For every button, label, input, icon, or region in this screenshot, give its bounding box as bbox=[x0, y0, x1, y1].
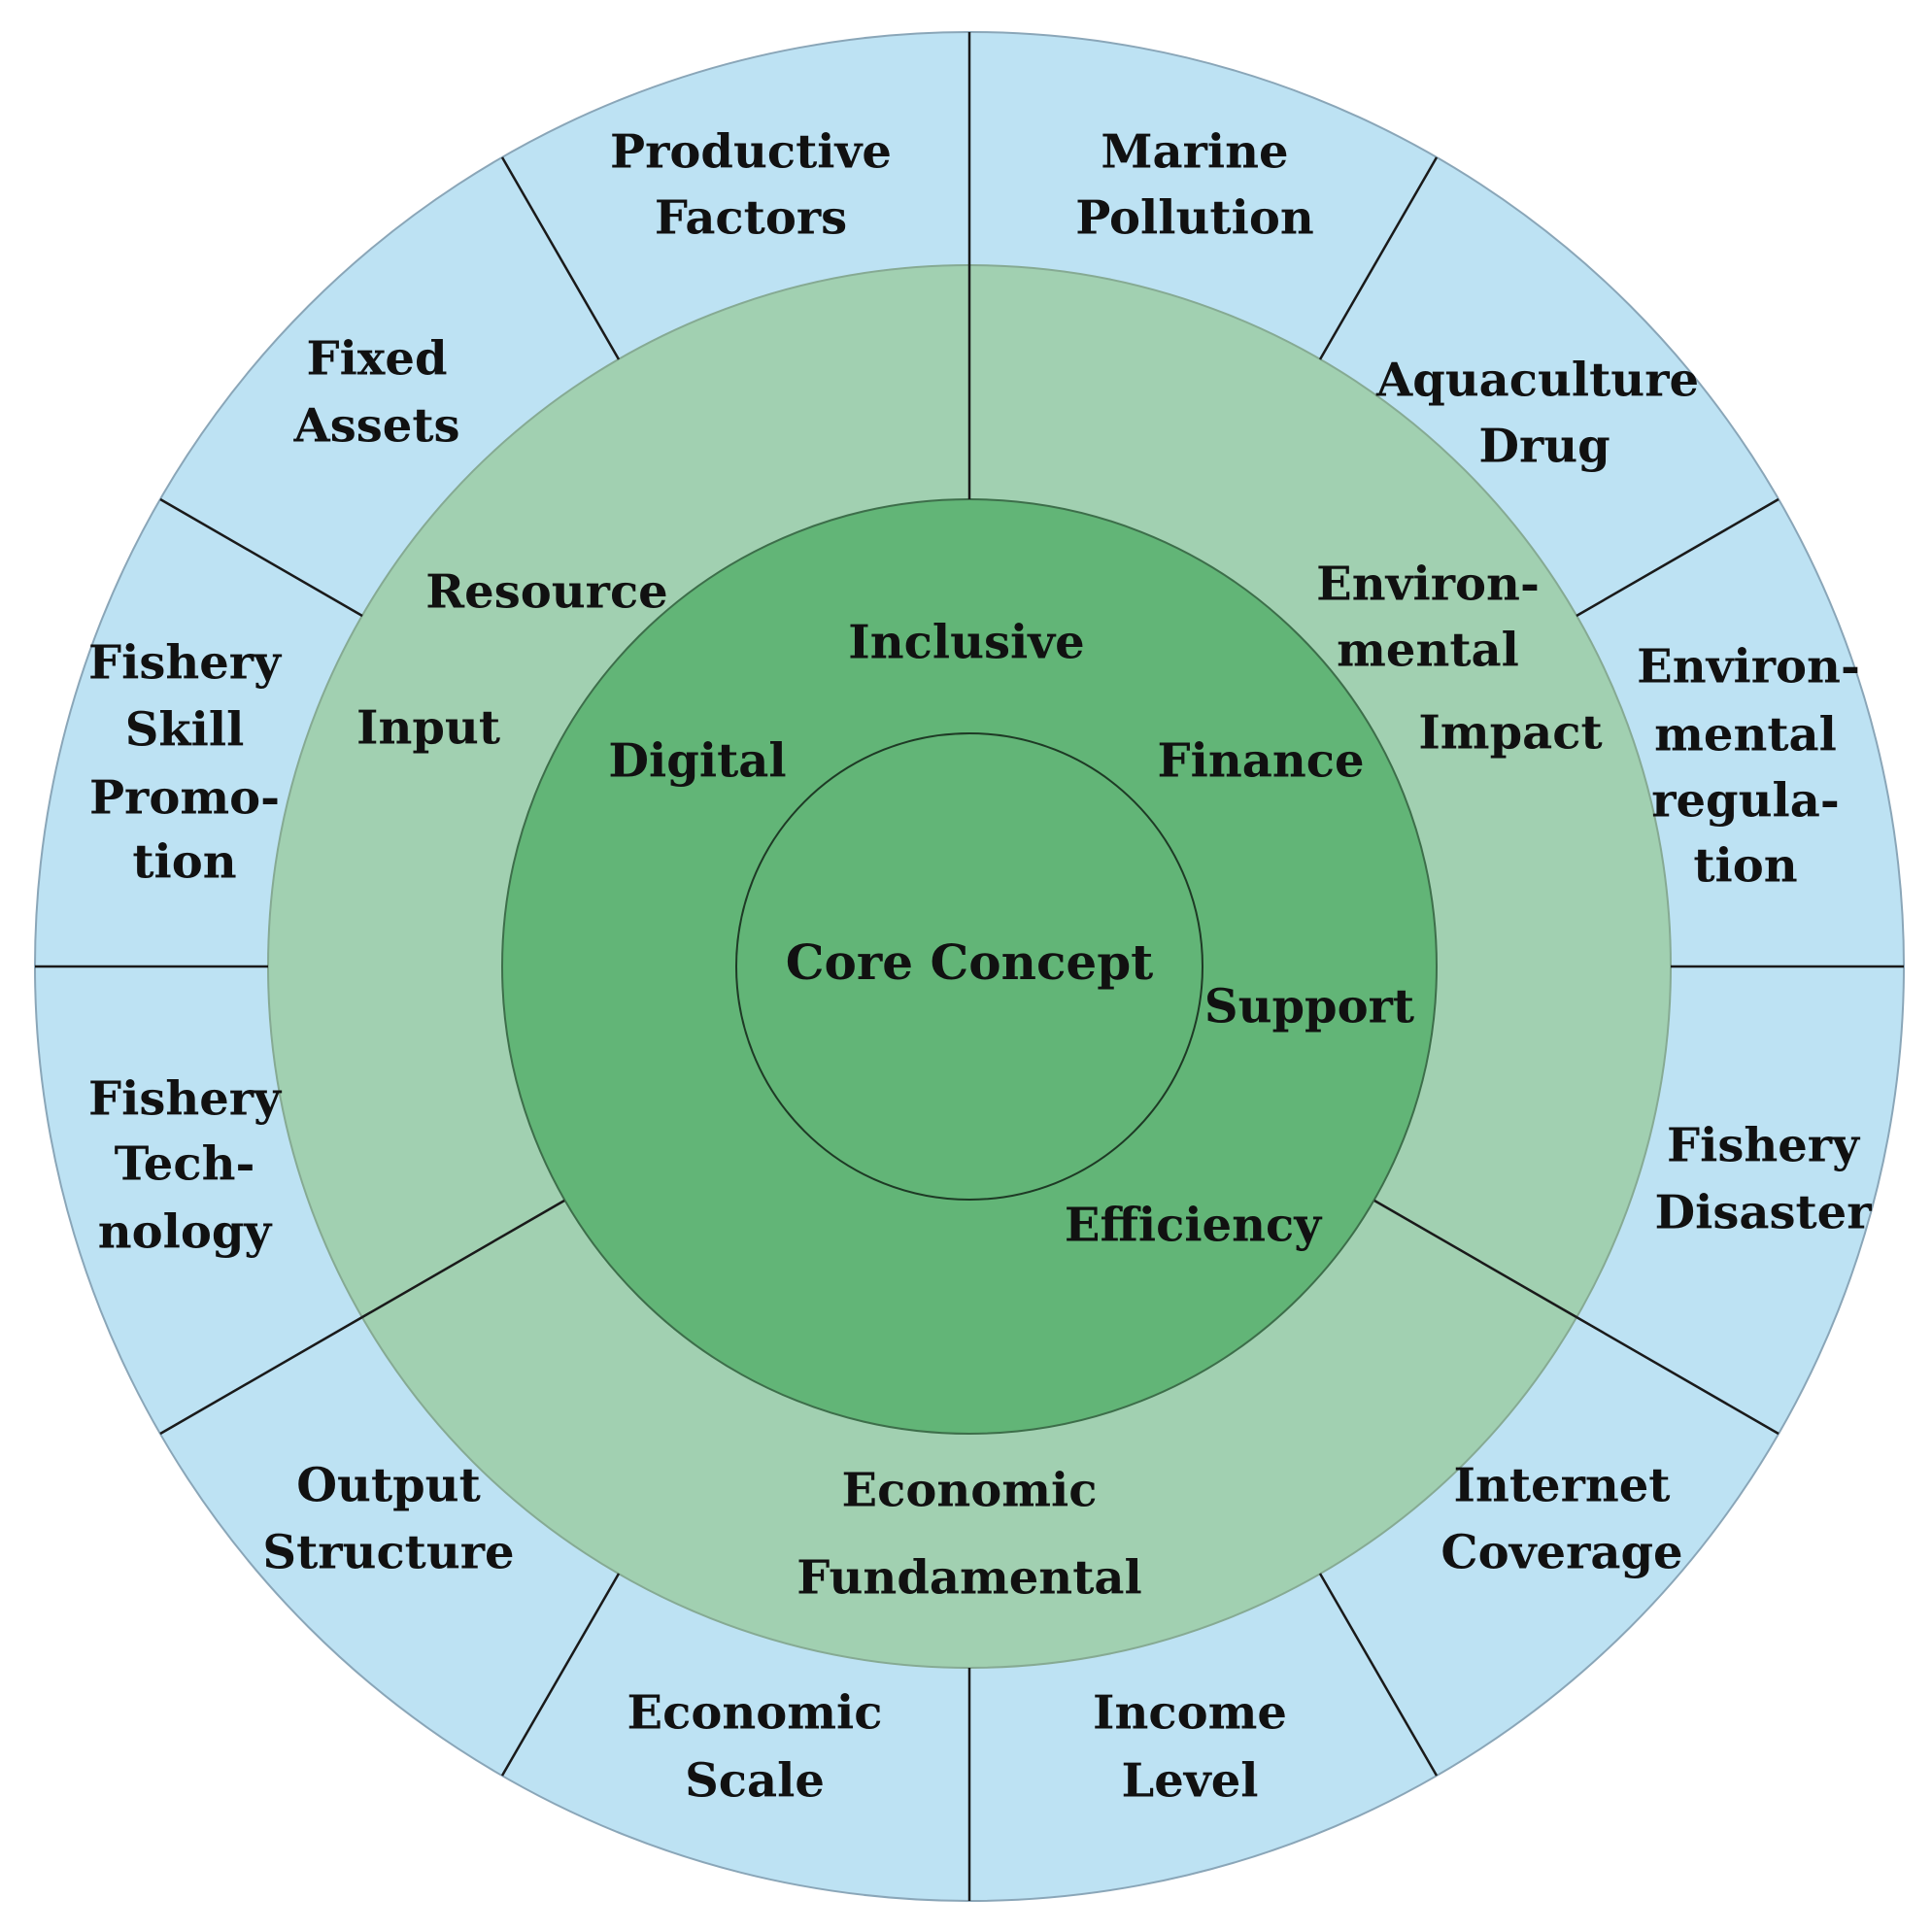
outer-label: tion bbox=[132, 835, 236, 890]
inner-word-inclusive: Inclusive bbox=[848, 616, 1084, 670]
middle-label-fundamental: Fundamental bbox=[797, 1551, 1141, 1606]
outer-label: mental bbox=[1654, 708, 1837, 763]
outer-label: Factors bbox=[655, 191, 847, 246]
outer-label: Fishery bbox=[1667, 1119, 1861, 1173]
outer-divider-300 bbox=[159, 497, 363, 618]
outer-label: Tech- bbox=[115, 1137, 255, 1192]
outer-divider-120 bbox=[1576, 1315, 1779, 1436]
outer-divider-150 bbox=[1318, 1573, 1439, 1777]
inner-word-efficiency: Efficiency bbox=[1065, 1199, 1323, 1253]
outer-label: tion bbox=[1693, 839, 1797, 894]
outer-label: Assets bbox=[292, 399, 459, 454]
outer-label: Skill bbox=[125, 703, 245, 758]
middle-label-impact: Impact bbox=[1418, 706, 1602, 761]
outer-label: Productive bbox=[610, 125, 892, 180]
middle-label-resource: Resource bbox=[425, 565, 667, 620]
outer-label: Output bbox=[296, 1459, 481, 1513]
outer-label: Pollution bbox=[1075, 191, 1314, 246]
core-circle bbox=[735, 732, 1203, 1201]
outer-label: Coverage bbox=[1441, 1526, 1682, 1580]
outer-label: Scale bbox=[685, 1754, 825, 1809]
outer-label: Drug bbox=[1478, 420, 1610, 474]
middle-label-environ: Environ- bbox=[1316, 558, 1540, 612]
outer-label: Fishery bbox=[88, 636, 283, 691]
outer-divider-60 bbox=[1576, 497, 1779, 618]
outer-label: Disaster bbox=[1654, 1186, 1872, 1240]
outer-label: nology bbox=[98, 1205, 274, 1260]
inner-word-digital: Digital bbox=[608, 734, 786, 789]
outer-label: Structure bbox=[262, 1526, 514, 1580]
inner-word-support: Support bbox=[1204, 980, 1414, 1034]
middle-label-economic: Economic bbox=[842, 1464, 1098, 1518]
core-label: Core Concept bbox=[786, 933, 1154, 991]
outer-divider-330 bbox=[500, 156, 621, 360]
middle-divider-bottom-left bbox=[361, 1199, 565, 1319]
outer-label: Income bbox=[1093, 1686, 1287, 1741]
inner-word-finance: Finance bbox=[1158, 734, 1365, 789]
middle-ring-labels: Resource Input Environ- mental Impact Ec… bbox=[356, 558, 1603, 1606]
outer-label: Fishery bbox=[88, 1072, 283, 1127]
outer-divider-240 bbox=[159, 1315, 363, 1436]
outer-label: regula- bbox=[1651, 774, 1840, 829]
inner-ring-labels: Inclusive Digital Finance Support Effici… bbox=[608, 616, 1414, 1253]
middle-divider-bottom-right bbox=[1373, 1199, 1577, 1319]
outer-ring-labels: Marine Pollution Aquaculture Drug Enviro… bbox=[88, 125, 1872, 1809]
outer-label: Economic bbox=[627, 1686, 883, 1741]
outer-divider-210 bbox=[500, 1573, 621, 1777]
outer-label: Marine bbox=[1101, 125, 1288, 180]
outer-label: Fixed bbox=[306, 332, 447, 387]
middle-label-mental: mental bbox=[1337, 624, 1519, 678]
middle-label-input: Input bbox=[356, 701, 500, 756]
outer-label: Internet bbox=[1454, 1459, 1671, 1513]
outer-label: Level bbox=[1122, 1754, 1259, 1809]
middle-ring-dividers bbox=[361, 265, 1577, 1319]
outer-label: Aquaculture bbox=[1375, 354, 1699, 408]
outer-label: Environ- bbox=[1637, 640, 1860, 695]
outer-label: Promo- bbox=[89, 771, 280, 826]
outer-divider-30 bbox=[1318, 156, 1439, 360]
outer-ring-dividers bbox=[35, 32, 1904, 1901]
